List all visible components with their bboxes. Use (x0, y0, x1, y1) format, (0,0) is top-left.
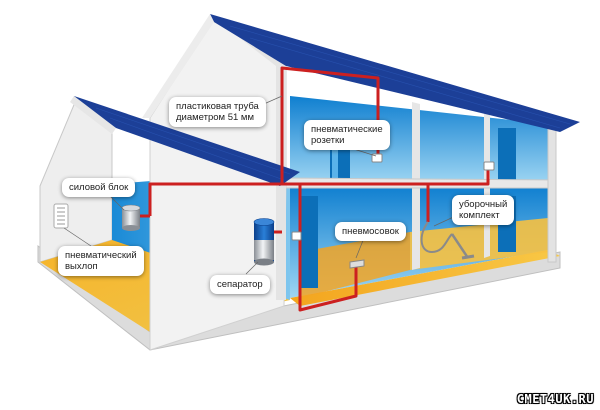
floor-inlet (349, 259, 365, 269)
callout-separator: сепаратор (210, 275, 270, 294)
left-wing-roof (74, 96, 300, 186)
pneumatic-pipe (148, 66, 490, 312)
pneumatic-outlet-upper (371, 153, 383, 163)
separator-unit (253, 218, 282, 266)
callout-outlets: пневматические розетки (304, 120, 390, 150)
callout-power-unit: силовой блок (62, 178, 136, 197)
pneumatic-outlet-lower (291, 231, 302, 241)
pneumatic-outlet-right (483, 161, 495, 171)
roof-tiles (95, 25, 571, 181)
callout-kit-line2: комплект (459, 210, 500, 221)
callout-outlets-line1: пневматические (311, 124, 383, 135)
main-roof (210, 14, 580, 132)
callout-power-unit-label: силовой блок (69, 182, 129, 193)
callout-exhaust: пневматический выхлоп (58, 246, 144, 276)
callout-cleaning-kit: уборочный комплект (452, 195, 515, 225)
callout-separator-label: сепаратор (217, 279, 263, 290)
watermark: СМЕТ4UK.RU (516, 392, 594, 406)
cleaning-kit (420, 221, 475, 260)
power-unit (121, 204, 150, 231)
callout-pipe-line1: пластиковая труба (176, 101, 259, 112)
partition-lower-1 (412, 188, 420, 270)
callout-pipe-line2: диаметром 51 мм (176, 112, 254, 123)
callout-outlets-line2: розетки (311, 135, 345, 146)
right-end-wall (547, 123, 557, 263)
callout-exhaust-line2: выхлоп (65, 261, 98, 272)
exhaust-vent (53, 203, 69, 229)
callout-inlet: пневмосовок (335, 222, 406, 241)
callout-inlet-label: пневмосовок (342, 226, 399, 237)
upper-doorway-2 (498, 128, 516, 182)
callout-kit-line1: уборочный (459, 199, 508, 210)
callout-exhaust-line1: пневматический (65, 250, 137, 261)
callout-pipe: пластиковая труба диаметром 51 мм (169, 97, 266, 127)
partition-upper-1 (412, 102, 420, 182)
lower-doorway (300, 196, 318, 288)
